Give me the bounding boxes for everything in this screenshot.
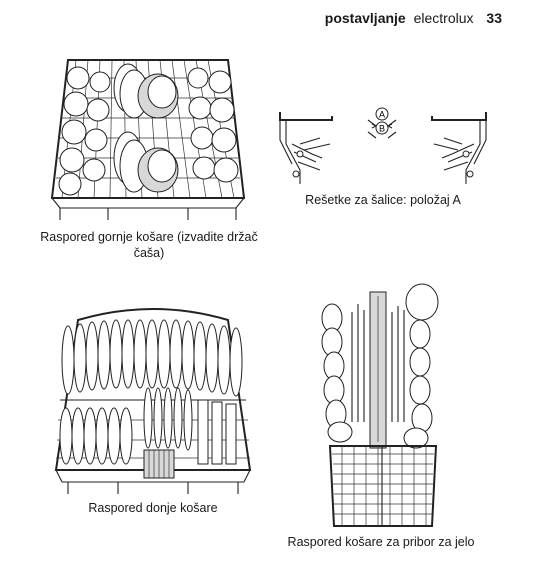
lower-basket-illustration [48,300,258,498]
marker-b: B [379,124,385,134]
cutlery-basket-caption: Raspored košare za pribor za jelo [287,535,475,549]
upper-basket-illustration [48,48,248,226]
brand-name: electrolux [413,10,474,26]
section-title: postavljanje [324,10,406,26]
page-header: postavljanje electrolux 33 [325,10,502,26]
marker-a: A [379,110,385,120]
cup-racks-caption: Rešetke za šalice: položaj A [305,193,461,207]
lower-basket-caption: Raspored donje košare [88,501,218,515]
upper-basket-caption: Raspored gornje košare (izvadite držač č… [40,230,258,260]
page-number: 33 [486,10,502,26]
cutlery-basket-illustration [316,282,446,530]
cup-racks-illustration: A B [272,104,494,190]
